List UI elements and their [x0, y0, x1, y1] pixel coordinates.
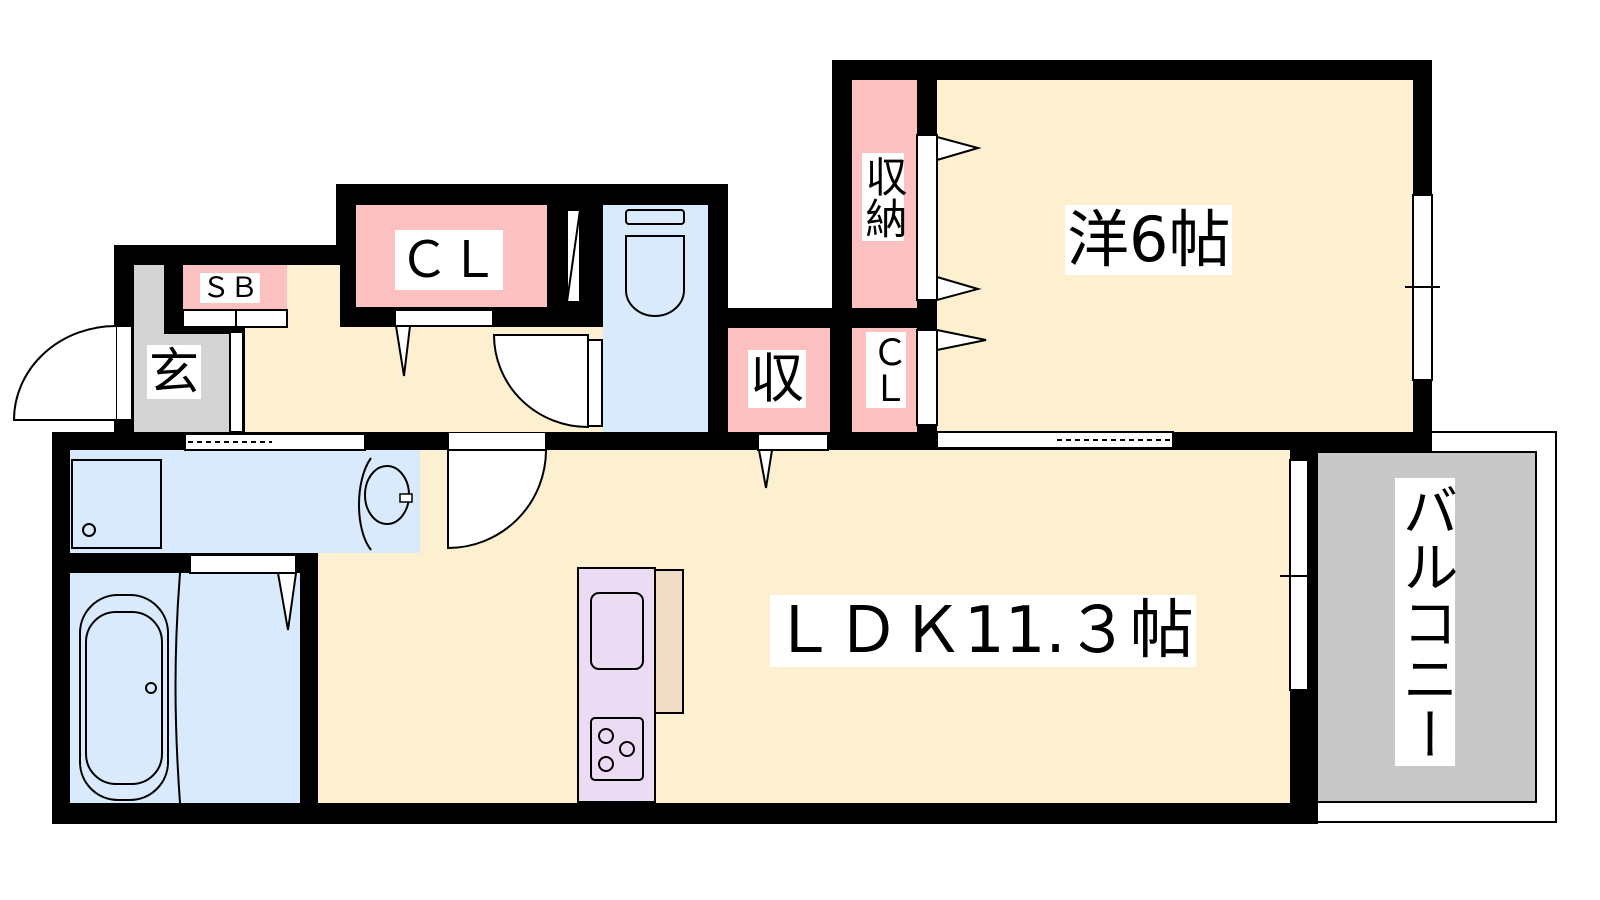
bedroom-sliding-door	[936, 431, 1174, 449]
ldk-label: ＬＤＫ11.３帖	[770, 594, 1196, 668]
shoe-box-label: ＳＢ	[200, 271, 261, 304]
washroom-sliding-door	[184, 433, 366, 451]
bathroom-door	[189, 554, 297, 574]
front-door-frame	[115, 325, 133, 421]
bathtub-icon	[79, 594, 169, 801]
toilet-door-swing	[492, 334, 589, 429]
closet-door-marks	[916, 134, 987, 426]
storage-label: 収	[748, 347, 806, 410]
storage-bedroom-label: 収納	[859, 153, 908, 241]
stove-icon	[590, 717, 644, 781]
closet-bedroom-label: ＣＬ	[866, 332, 907, 408]
toilet-tank-icon	[625, 209, 685, 225]
kitchen-side-counter	[654, 569, 684, 714]
washbasin-icon	[358, 457, 372, 551]
toilet-bowl-icon	[625, 235, 685, 317]
sink-icon	[590, 592, 644, 670]
bath-floor	[70, 573, 300, 803]
front-door-swing	[12, 325, 117, 421]
ldk-door-opening	[447, 431, 547, 451]
western-room-label: 洋6帖	[1065, 203, 1233, 276]
entrance-label: 玄	[147, 343, 201, 401]
balcony-label: バルコニー	[1393, 478, 1458, 766]
closet-top-label: ＣＬ	[395, 230, 503, 290]
washing-machine-icon	[71, 459, 162, 549]
ldk-door-swing	[447, 449, 548, 550]
